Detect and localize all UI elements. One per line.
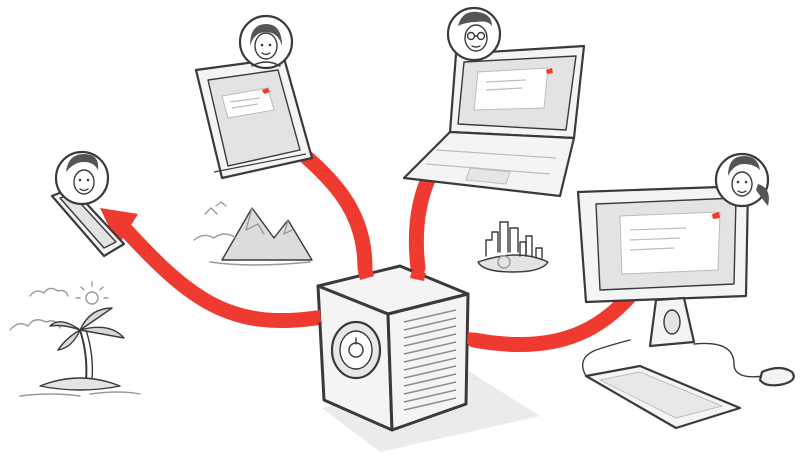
arrowhead-phone (100, 208, 138, 246)
cube-server-icon (306, 264, 540, 452)
woman-avatar-icon (238, 14, 294, 70)
city-skyline-icon (477, 221, 549, 273)
man-avatar-icon (54, 150, 110, 206)
laptop-icon (402, 44, 586, 198)
mountains-icon (193, 201, 313, 266)
desktop-computer-icon (576, 184, 795, 430)
man-with-glasses-avatar-icon (446, 6, 502, 62)
woman-with-ponytail-avatar-icon (714, 152, 770, 208)
tablet-icon (194, 56, 314, 180)
palm-island-icon (9, 281, 141, 397)
arrow-to-phone (116, 220, 324, 329)
